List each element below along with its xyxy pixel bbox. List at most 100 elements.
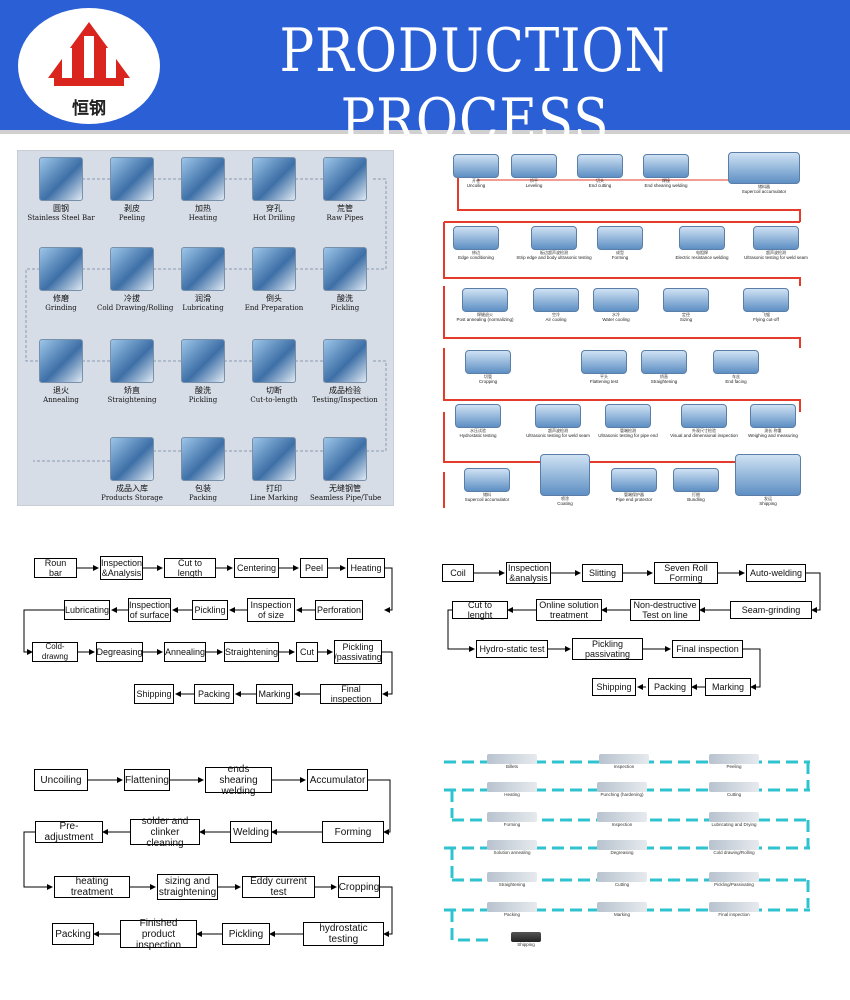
- shearing-welding-icon: [643, 154, 689, 178]
- flow-step: Pickling: [192, 600, 228, 620]
- final-inspection-icon: [709, 902, 759, 912]
- marking-icon: [597, 902, 647, 912]
- welded-flowchart-panel: Coil Inspection &analysis Slitting Seven…: [430, 548, 850, 708]
- flow-step: Pickling: [222, 923, 270, 945]
- pickling-icon: [323, 247, 367, 291]
- flow-step: Final inspection: [672, 640, 743, 658]
- p6-step: Heating: [480, 782, 544, 798]
- degreasing-icon: [597, 840, 647, 850]
- forming-rolls-icon: [597, 226, 643, 250]
- flow-step: Welding: [230, 821, 272, 843]
- straightening-icon: [110, 339, 154, 383]
- cyan-flow-panel: Billets Inspection Peeling Heating Punch…: [440, 748, 820, 968]
- flow-step: Inspection of size: [247, 598, 295, 622]
- cutting-icon: [597, 872, 647, 882]
- flow-step: Seam-grinding: [730, 601, 812, 619]
- flow-step: heating treatment: [54, 876, 130, 898]
- flow-step: Pickling /passivating: [334, 640, 382, 664]
- peeling-icon: [709, 754, 759, 764]
- shipping-truck-icon: [735, 454, 801, 496]
- flow-step: Pre-adjustment: [35, 821, 103, 843]
- straightening-icon: [487, 872, 537, 882]
- flow-step: Pickling passivating: [572, 638, 643, 660]
- flow-step: Annealing: [164, 642, 206, 662]
- flow-step: Packing: [648, 678, 692, 696]
- flow-step: Inspection of surface: [128, 598, 171, 622]
- p6-step: Inspection: [592, 754, 656, 770]
- heating-icon: [487, 782, 537, 792]
- flow-step: Shipping: [592, 678, 636, 696]
- punching-icon: [597, 782, 647, 792]
- ultrasonic-seam-icon: [535, 404, 581, 428]
- storage-rack-icon: [110, 437, 154, 481]
- flow-step: ends shearing welding: [205, 764, 272, 797]
- pipe-end-protector-icon: [611, 468, 657, 492]
- p6-step: Forming: [480, 812, 544, 828]
- p6-step: Final inspection: [702, 902, 766, 918]
- flow-step: Packing: [194, 684, 234, 704]
- pipe-end-test-icon: [605, 404, 651, 428]
- end-cutting-icon: [577, 154, 623, 178]
- flow-step: Uncoiling: [34, 769, 88, 791]
- seamless-pipe-icon: [323, 437, 367, 481]
- packing-icon: [487, 902, 537, 912]
- sizing-icon: [663, 288, 709, 312]
- water-cooling-icon: [593, 288, 639, 312]
- edge-conditioning-icon: [453, 226, 499, 250]
- p6-step: Punching (hardening): [590, 782, 654, 798]
- flow-step: Shipping: [134, 684, 174, 704]
- hot-drilling-icon: [252, 157, 296, 201]
- flow-step: Marking: [256, 684, 293, 704]
- flow-step: Finished product inspection: [120, 918, 197, 951]
- coil-flowchart-panel: Uncoiling Flattening ends shearing weldi…: [0, 760, 420, 960]
- ship-icon: [511, 932, 541, 942]
- p6-step: Degreasing: [590, 840, 654, 856]
- straightening-icon: [641, 350, 687, 374]
- cold-drawing-icon: [110, 247, 154, 291]
- flow-step: Roun bar: [34, 558, 77, 578]
- end-facing-icon: [713, 350, 759, 374]
- p6-step: Cold drawing/Rolling: [702, 840, 766, 856]
- p6-step: Billets: [480, 754, 544, 770]
- grinding-icon: [39, 247, 83, 291]
- lubricating-icon: [709, 812, 759, 822]
- seamless-flowchart-panel: Roun bar Inspection &Analysis Cut to len…: [0, 540, 420, 720]
- hydrostatic-icon: [455, 404, 501, 428]
- panel5-flow-arrows: [23, 777, 393, 937]
- flow-step: Heating: [347, 558, 385, 578]
- p6-step: Cutting: [702, 782, 766, 798]
- flow-step: Eddy current test: [242, 876, 315, 898]
- flow-step: Accumulator: [307, 769, 368, 791]
